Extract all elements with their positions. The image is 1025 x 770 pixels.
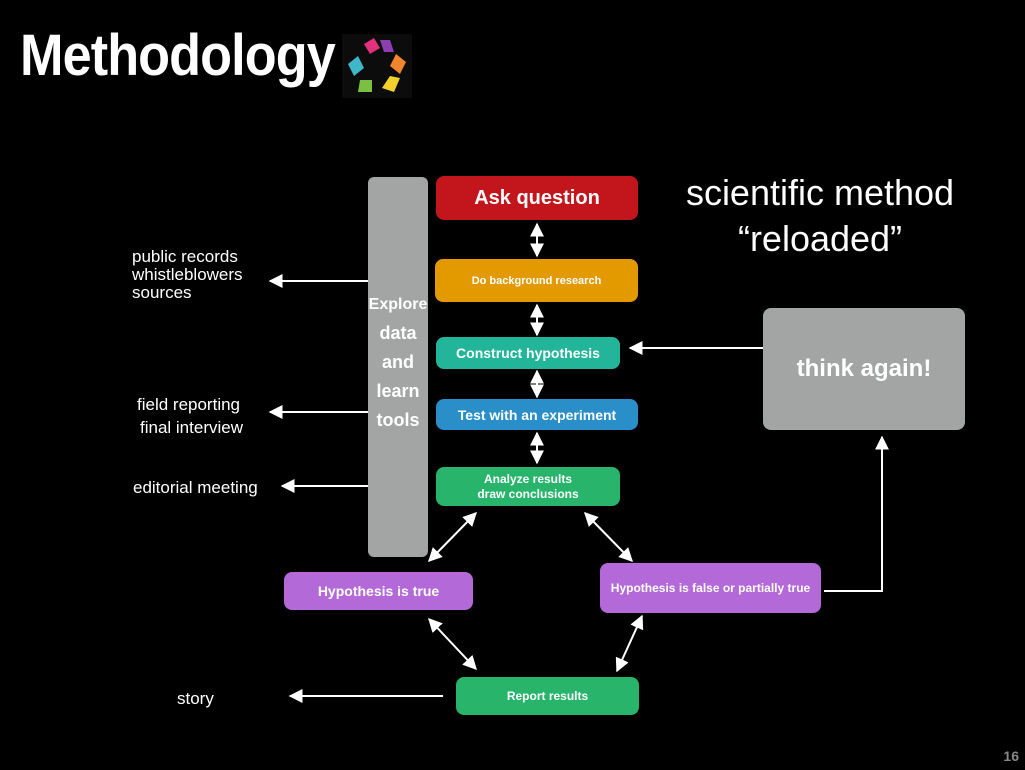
step-report-results: Report results (456, 677, 639, 715)
analyze-line1: Analyze results (483, 471, 573, 486)
label-field: field reporting final interview (137, 393, 243, 439)
explore-line2: data (379, 322, 417, 343)
step-ask-question: Ask question (436, 176, 638, 220)
explore-line3: and (381, 351, 414, 372)
label-editorial-meeting: editorial meeting (133, 478, 258, 497)
label-whistleblowers: whistleblowers (132, 265, 243, 284)
label-sources: public records whistleblowers sources (132, 248, 243, 302)
arrow-false-report (615, 614, 644, 673)
explore-line1: Explore (368, 295, 428, 313)
arrow-analyze-false (584, 511, 633, 563)
explore-line4: learn (376, 380, 420, 401)
label-story: story (177, 689, 214, 708)
explore-tools-column: Explore data and learn tools (368, 177, 428, 557)
explore-line5: tools (376, 409, 420, 430)
arrow-true-report (428, 617, 477, 671)
recycle-icon (342, 34, 412, 98)
step-hypothesis-true: Hypothesis is true (284, 572, 473, 610)
label-sources-text: sources (132, 283, 192, 302)
page-number: 16 (1003, 748, 1019, 764)
subtitle-line2: “reloaded” (737, 218, 903, 259)
step-background-research: Do background research (435, 259, 638, 302)
label-final-interview: final interview (140, 418, 243, 437)
step-analyze-results: Analyze results draw conclusions (436, 467, 620, 506)
step-hypothesis-false: Hypothesis is false or partially true (600, 563, 821, 613)
page-title: Methodology (20, 23, 336, 88)
arrow-analyze-true (428, 511, 477, 563)
label-public-records: public records (132, 247, 238, 266)
step-construct-hypothesis: Construct hypothesis (436, 337, 620, 369)
subtitle-line1: scientific method (685, 172, 955, 213)
analyze-line2: draw conclusions (477, 486, 579, 501)
step-test-experiment: Test with an experiment (436, 399, 638, 430)
think-again-box: think again! (763, 308, 965, 430)
label-field-reporting: field reporting (137, 395, 241, 414)
subtitle: scientific method “reloaded” (660, 170, 980, 262)
arrow-false-think (824, 435, 889, 592)
